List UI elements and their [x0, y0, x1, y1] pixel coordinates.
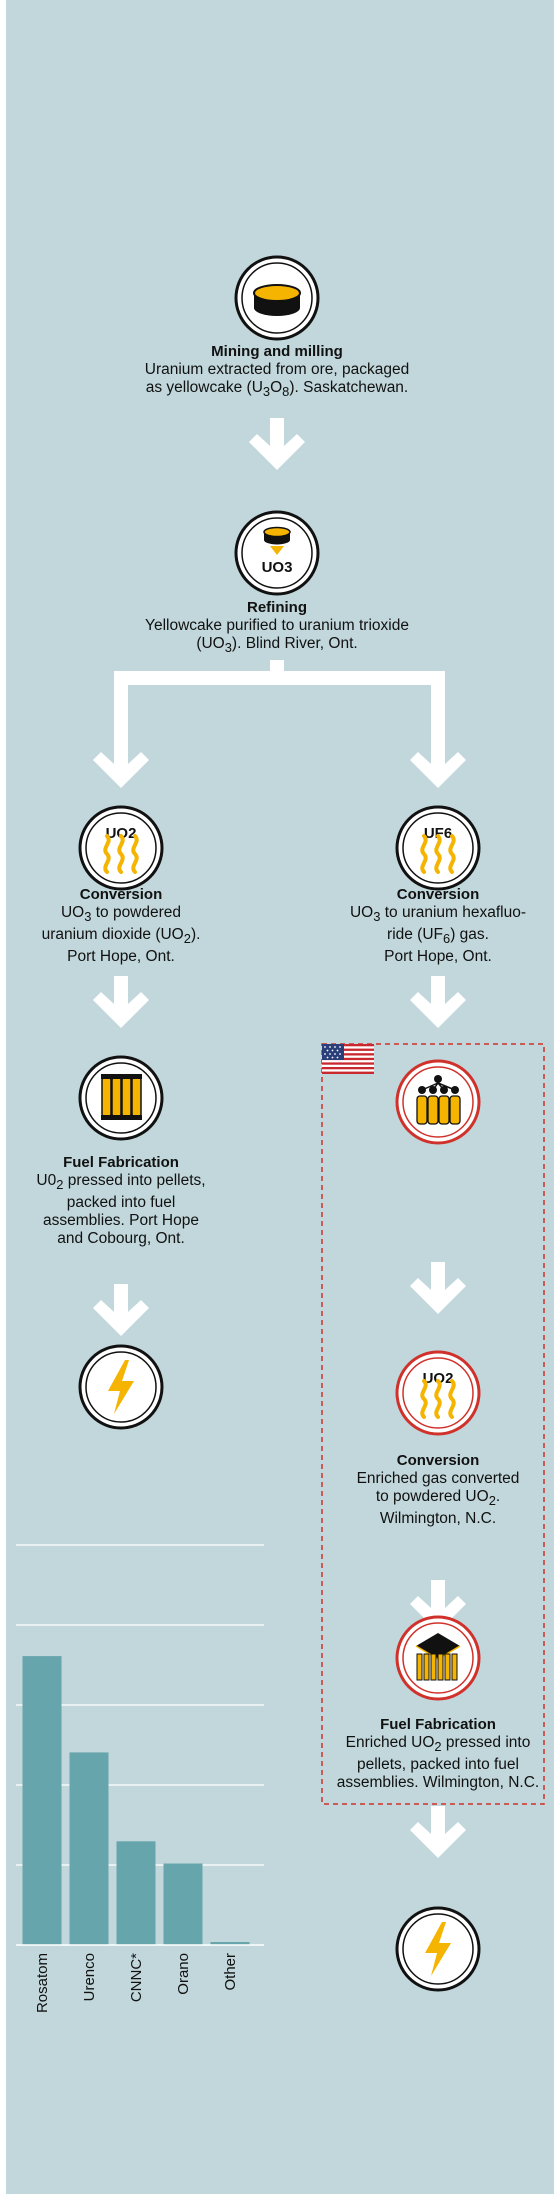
conversion-us-badge: UO2: [423, 1370, 454, 1387]
conversion-uf6-label: Conversion UO3 to uranium hexafluo- ride…: [330, 886, 546, 966]
conversion-us-title: Conversion: [396, 1452, 480, 1469]
conversion-uo2-title: Conversion: [79, 886, 163, 903]
arrow-to-fuel-fab-ca: [93, 976, 149, 1028]
conversion-uf6-line1: UO3 to uranium hexafluo-: [349, 904, 527, 925]
fuel-rods-icon: [78, 1055, 164, 1141]
arrow-mining-to-refining: [249, 418, 305, 470]
arrow-to-conversion-uo2: [93, 736, 149, 788]
chart-category-label: Orano: [175, 1953, 192, 1995]
arrow-to-enrichment-us: [410, 976, 466, 1028]
arrow-to-conversion-us: [410, 1262, 466, 1314]
fuel-fab-ca-label: Fuel Fabrication U02 pressed into pellet…: [16, 1154, 226, 1248]
fuel-fab-ca-line2: packed into fuel: [66, 1194, 176, 1212]
yellowcake-drum-icon: [234, 255, 320, 341]
arrow-to-conversion-uf6: [410, 736, 466, 788]
fuel-fab-us-line1: Enriched UO2 pressed into: [345, 1734, 531, 1755]
chart-category-label: Rosatom: [34, 1953, 51, 2013]
mining-title: Mining and milling: [211, 343, 343, 360]
refining-label: Refining Yellowcake purified to uranium …: [110, 599, 444, 657]
heat-waves-icon: UF6: [395, 805, 481, 891]
conversion-uf6-badge: UF6: [424, 825, 452, 842]
fuel-fab-us-label: Fuel Fabrication Enriched UO2 pressed in…: [326, 1716, 550, 1792]
fuel-fab-ca-line1: U02 pressed into pellets,: [36, 1172, 206, 1193]
conversion-us-line1: Enriched gas converted: [356, 1470, 520, 1487]
conversion-uo2-badge: UO2: [106, 825, 137, 842]
chart-category-label: Other: [222, 1953, 239, 1991]
chart-bar-urenco: [69, 1752, 109, 1945]
us-process-box: [321, 1043, 545, 1805]
fuel-fab-us-line3: assemblies. Wilmington, N.C.: [336, 1774, 540, 1792]
chart-bar-other: [210, 1942, 250, 1945]
fuel-assembly-icon: [395, 1615, 481, 1701]
chart-bar-orano: [163, 1863, 203, 1945]
chart-bar-cnnc: [116, 1841, 156, 1945]
fuel-fab-us-line2: pellets, packed into fuel: [357, 1756, 519, 1774]
conversion-uo2-line1: UO3 to powdered: [60, 904, 182, 925]
refining-badge: UO3: [262, 559, 293, 576]
us-flag-icon: [322, 1044, 374, 1074]
conversion-us-line2: to powdered UO2.: [375, 1488, 501, 1509]
conversion-us-label: Conversion Enriched gas converted to pow…: [330, 1452, 546, 1528]
refining-desc-line2: (UO3). Blind River, Ont.: [196, 635, 358, 656]
chart-bar-rosatom: [22, 1656, 62, 1945]
conversion-us-line3: Wilmington, N.C.: [379, 1510, 497, 1528]
refining-desc-line1: Yellowcake purified to uranium trioxide: [145, 617, 409, 634]
lightning-icon: [78, 1344, 164, 1430]
enrichment-market-bar-chart: Rosatom Urenco CNNC* Orano Other: [16, 1544, 264, 2013]
refining-icon: UO3: [234, 510, 320, 596]
conversion-uo2-line2: uranium dioxide (UO2).: [41, 926, 201, 947]
conversion-uo2-label: Conversion UO3 to powdered uranium dioxi…: [16, 886, 226, 966]
fuel-fab-ca-line4: and Cobourg, Ont.: [57, 1230, 185, 1248]
chart-category-label: Urenco: [81, 1953, 98, 2001]
conversion-uf6-line3: Port Hope, Ont.: [384, 948, 492, 966]
mining-label: Mining and milling Uranium extracted fro…: [110, 343, 444, 401]
heat-waves-icon: UO2: [395, 1350, 481, 1436]
fuel-fab-us-title: Fuel Fabrication: [380, 1716, 496, 1733]
chart-category-label: CNNC*: [128, 1953, 145, 2002]
arrow-to-power-ca: [93, 1284, 149, 1336]
refining-title: Refining: [247, 599, 307, 616]
conversion-uf6-title: Conversion: [396, 886, 480, 903]
heat-waves-icon: UO2: [78, 805, 164, 891]
conversion-uf6-line2: ride (UF6) gas.: [387, 926, 489, 947]
lightning-icon: [395, 1906, 481, 1992]
arrow-to-power-us: [410, 1806, 466, 1858]
mining-desc-line1: Uranium extracted from ore, packaged: [144, 361, 410, 378]
fuel-fab-ca-line3: assemblies. Port Hope: [43, 1212, 199, 1230]
centrifuges-icon: [395, 1059, 481, 1145]
mining-desc-line2: as yellowcake (U3O8). Saskatchewan.: [145, 379, 409, 400]
conversion-uo2-line3: Port Hope, Ont.: [67, 948, 175, 966]
fuel-fab-ca-title: Fuel Fabrication: [63, 1154, 179, 1171]
branch-connector: [114, 660, 445, 740]
